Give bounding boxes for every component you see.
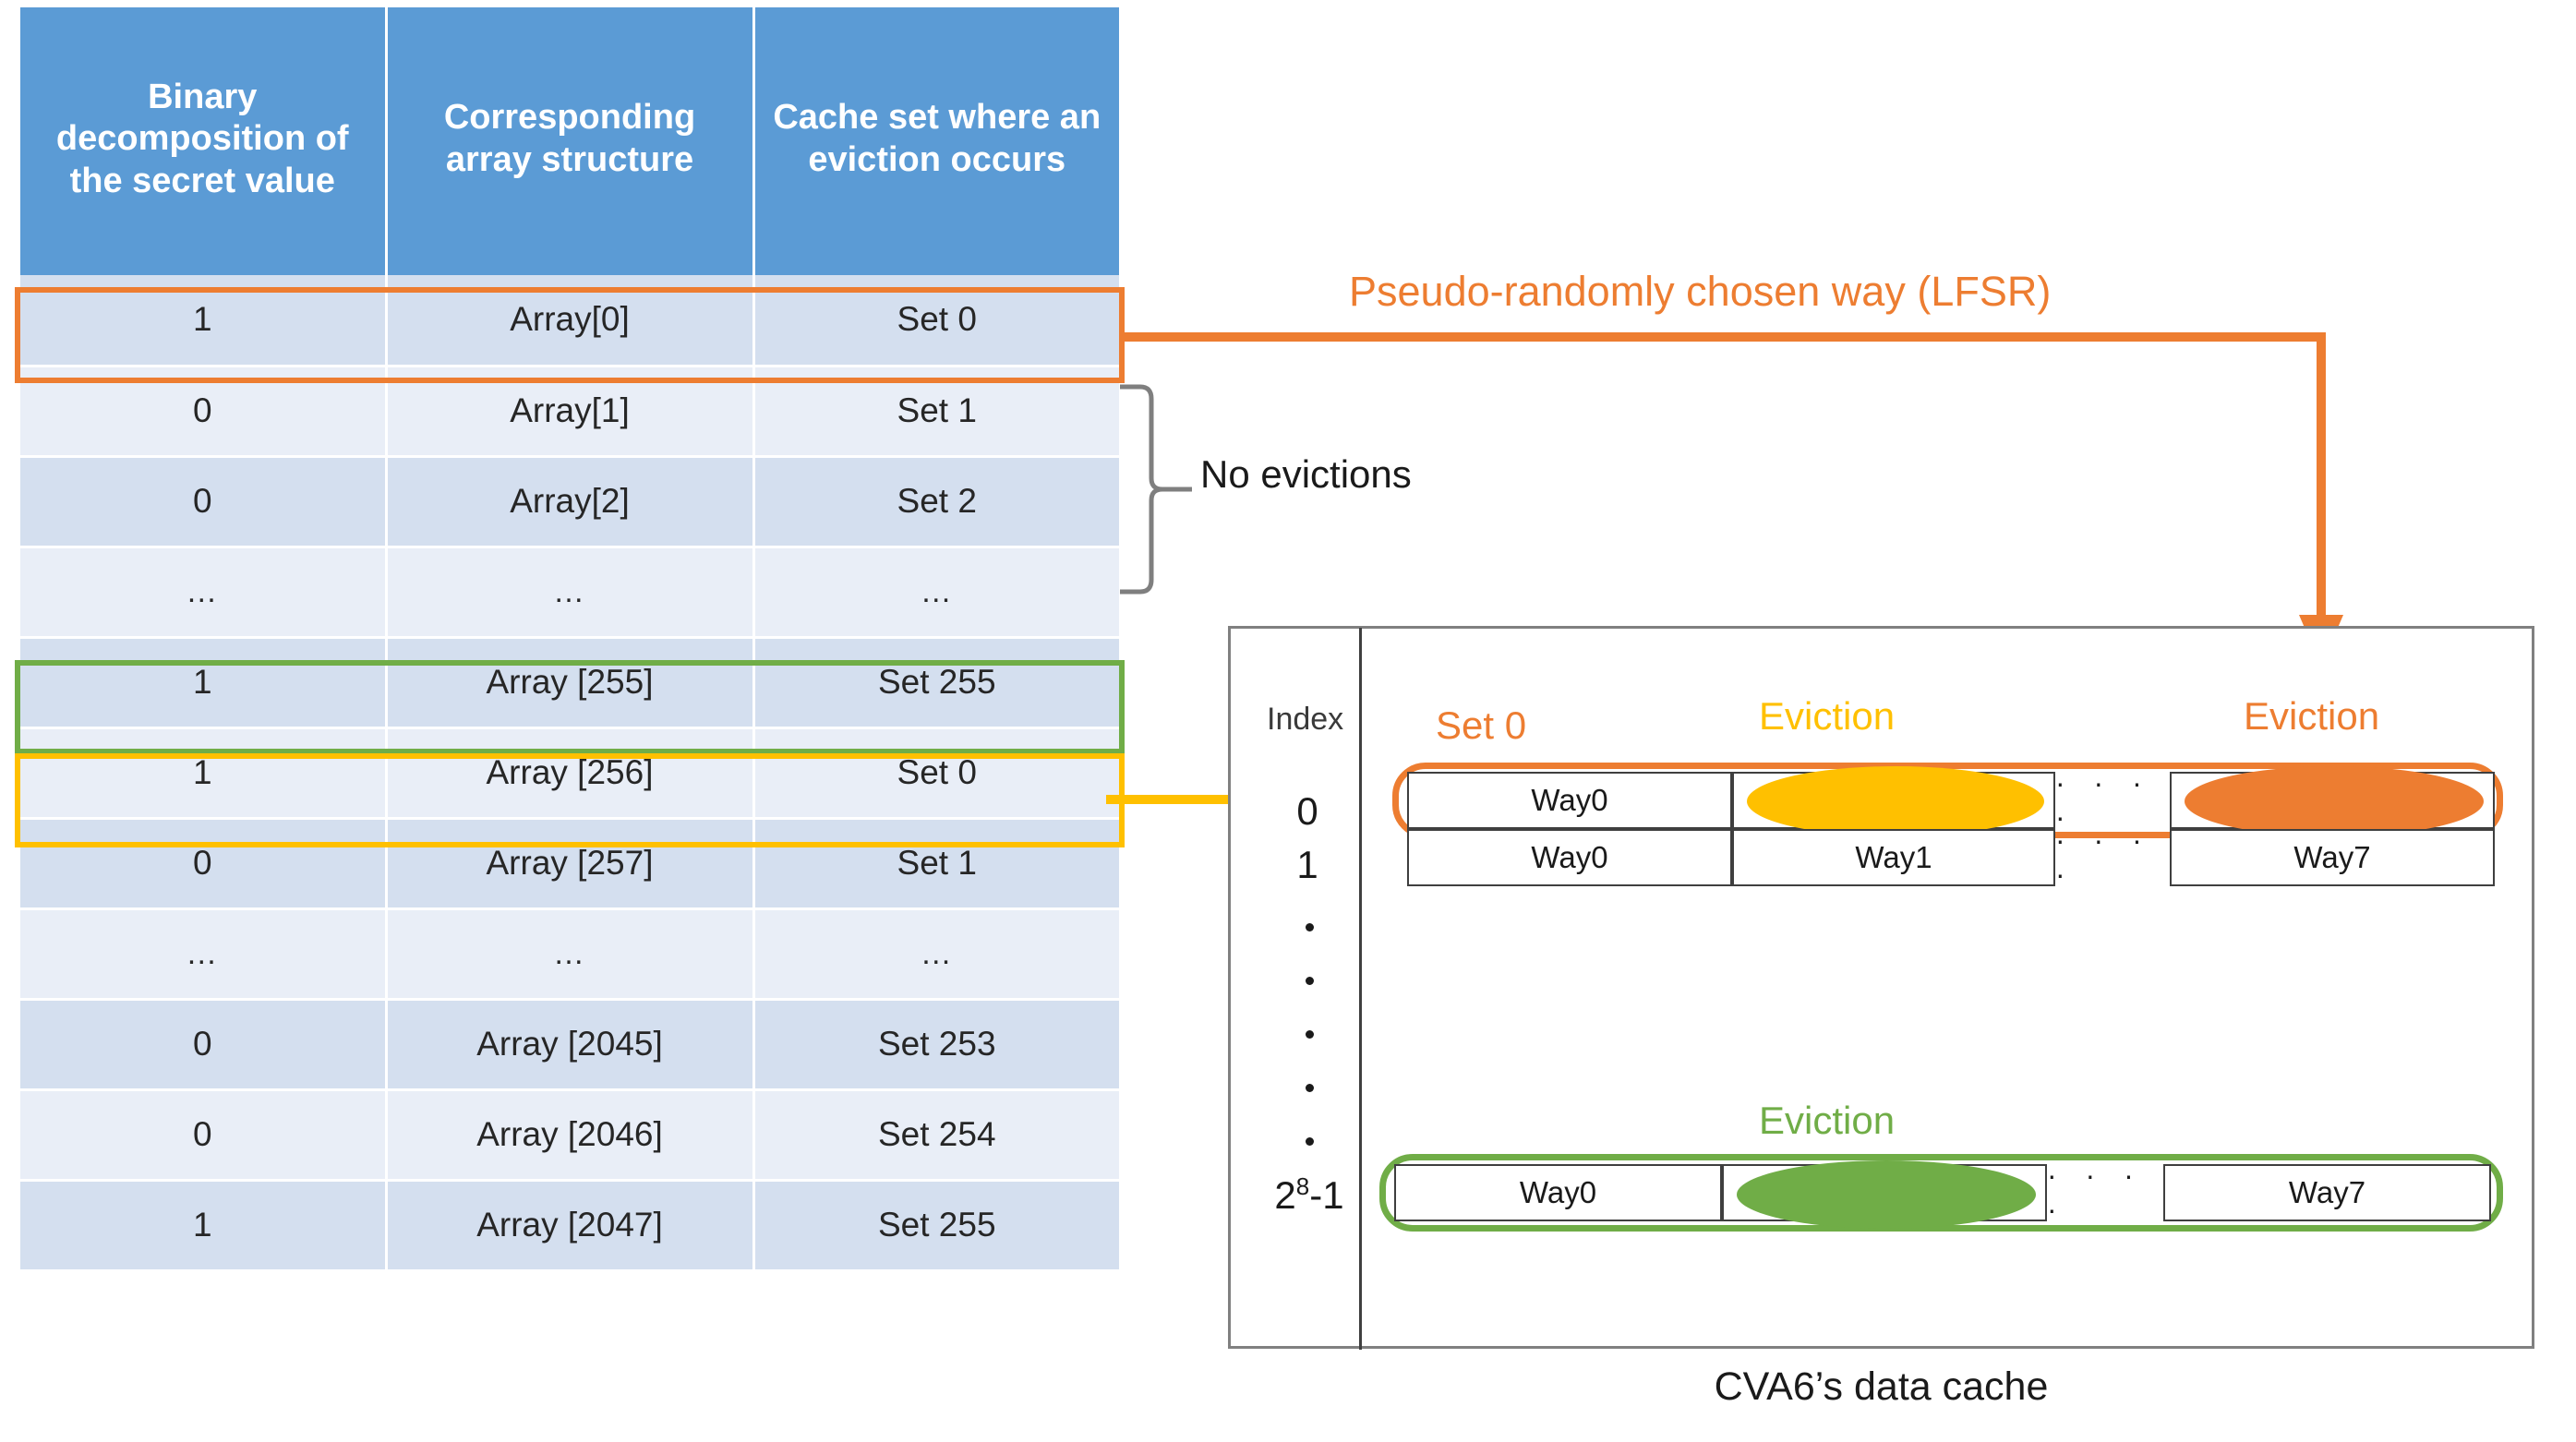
index-value-0: 0 (1296, 789, 1318, 833)
table-row: 0 Array[1] Set 1 (20, 366, 1119, 458)
cell-bit: 1 (20, 727, 388, 820)
cell-bit: 1 (20, 637, 388, 729)
column-header-cacheset: Cache set where an eviction occurs (753, 7, 1119, 275)
table-header-row: Binary decomposition of the secret value… (20, 7, 1119, 275)
index-vdots-dot (1306, 1030, 1314, 1039)
table-row: 0 Array [257] Set 1 (20, 818, 1119, 910)
cache-tag-set0: Set 0 (1436, 703, 1527, 747)
index-value-last: 28-1 (1245, 1172, 1374, 1218)
table-row: 0 Array [2045] Set 253 (20, 999, 1119, 1091)
cell-array: Array [2047] (386, 1180, 755, 1272)
cell-array: Array [256] (386, 727, 755, 820)
cell-bit: … (20, 908, 388, 1001)
table-row: 1 Array [255] Set 255 (20, 637, 1119, 729)
cell-array: Array[2] (386, 456, 755, 548)
cache-cell-way0: Way0 (1394, 1164, 1722, 1221)
index-value-1: 1 (1296, 843, 1318, 886)
eviction-ellipse-green (1737, 1160, 2036, 1229)
index-vdots-dot (1306, 1084, 1314, 1092)
column-header-binary: Binary decomposition of the secret value (20, 7, 388, 275)
cache-row0-ellipsis: · · · · (2055, 766, 2152, 834)
cell-set: … (753, 908, 1119, 1001)
cell-array: Array [2045] (386, 999, 755, 1091)
secret-decomposition-table: Binary decomposition of the secret value… (20, 7, 1119, 1272)
cell-array: Array[1] (386, 366, 755, 458)
index-last-base: 2 (1274, 1173, 1296, 1217)
cell-set: Set 253 (753, 999, 1119, 1091)
table-row: 1 Array [2047] Set 255 (20, 1180, 1119, 1272)
table-row: 0 Array [2046] Set 254 (20, 1089, 1119, 1182)
cache-cell-evicted-green (1722, 1160, 2047, 1229)
cache-row-index-last: Way0 · · · · Way7 (1394, 1159, 2493, 1229)
table-row: 1 Array [256] Set 0 (20, 727, 1119, 820)
cache-tag-eviction-yellow: Eviction (1759, 694, 1896, 738)
no-evictions-label: No evictions (1200, 452, 1412, 496)
cell-bit: 0 (20, 999, 388, 1091)
lfsr-label: Pseudo-randomly chosen way (LFSR) (1349, 268, 2052, 315)
cache-cell-way1: Way1 (1732, 829, 2055, 886)
cache-rowlast-ellipsis: · · · · (2047, 1159, 2144, 1226)
table-row-ellipsis: … … … (20, 547, 1119, 639)
cache-cell-way0: Way0 (1407, 772, 1732, 829)
cell-bit: 0 (20, 818, 388, 910)
eviction-ellipse-orange (2185, 766, 2484, 836)
index-vdots-dot (1306, 1137, 1314, 1146)
index-last-exponent: 8 (1295, 1172, 1310, 1200)
cell-array: Array [255] (386, 637, 755, 729)
cell-bit: 1 (20, 1180, 388, 1272)
table-row: 0 Array[2] Set 2 (20, 456, 1119, 548)
cache-row-index-1: Way0 Way1 · · · · Way7 (1407, 823, 2497, 891)
cache-cell-evicted-yellow (1732, 766, 2055, 836)
index-column-divider (1359, 628, 1362, 1350)
cell-array: … (386, 908, 755, 1001)
cell-bit: 0 (20, 366, 388, 458)
cache-cell-way7: Way7 (2163, 1164, 2491, 1221)
table-row: 1 Array[0] Set 0 (20, 275, 1119, 367)
cell-bit: 0 (20, 456, 388, 548)
cell-set: Set 255 (753, 637, 1119, 729)
eviction-ellipse-yellow (1747, 766, 2044, 836)
cache-row-index-0: Way0 · · · · (1407, 766, 2497, 836)
cache-caption: CVA6’s data cache (1714, 1364, 2049, 1409)
cache-cell-way7: Way7 (2170, 829, 2495, 886)
cell-bit: … (20, 547, 388, 639)
cell-set: Set 254 (753, 1089, 1119, 1182)
cell-set: Set 255 (753, 1180, 1119, 1272)
table-row-ellipsis: … … … (20, 908, 1119, 1001)
cell-set: Set 0 (753, 275, 1119, 367)
cell-set: Set 1 (753, 818, 1119, 910)
index-vdots-dot (1306, 977, 1314, 985)
cell-set: Set 2 (753, 456, 1119, 548)
cell-array: … (386, 547, 755, 639)
cache-cell-way0: Way0 (1407, 829, 1732, 886)
cell-set: Set 1 (753, 366, 1119, 458)
cell-set: Set 0 (753, 727, 1119, 820)
cache-tag-eviction-orange: Eviction (2244, 694, 2380, 738)
index-vdots-dot (1306, 923, 1314, 931)
cache-row1-ellipsis: · · · · (2055, 823, 2152, 891)
cell-set: … (753, 547, 1119, 639)
cell-array: Array[0] (386, 275, 755, 367)
cell-bit: 1 (20, 275, 388, 367)
cell-array: Array [257] (386, 818, 755, 910)
cache-tag-eviction-green: Eviction (1759, 1099, 1896, 1142)
index-last-suffix: -1 (1309, 1173, 1344, 1217)
index-column-label: Index (1267, 702, 1344, 737)
cell-array: Array [2046] (386, 1089, 755, 1182)
cache-cell-evicted-orange (2170, 766, 2495, 836)
cell-bit: 0 (20, 1089, 388, 1182)
column-header-array: Corresponding array structure (386, 7, 755, 275)
